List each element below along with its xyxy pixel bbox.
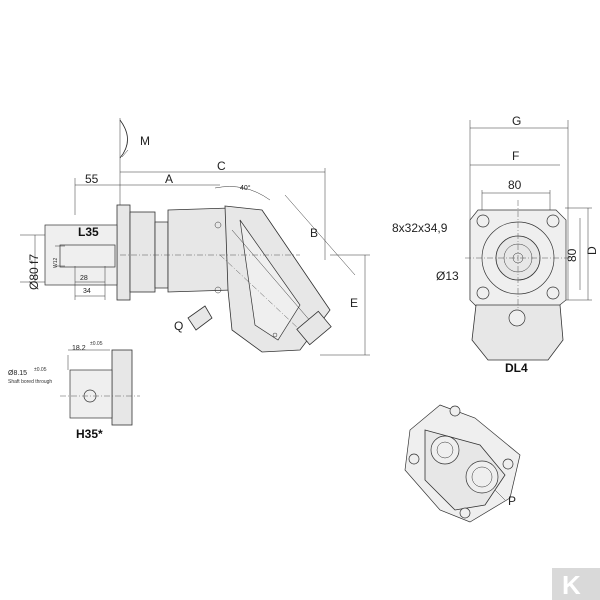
label-d: D [585,246,599,255]
label-p: P [508,494,516,508]
label-m: M [140,134,150,148]
brand-logo: K [552,568,600,600]
label-spline: W12 [53,258,59,269]
label-angle: 40° [240,184,251,192]
label-e: E [350,296,358,310]
svg-text:K: K [562,570,581,600]
label-c: C [217,159,226,173]
label-34: 34 [83,288,91,295]
label-g: G [512,114,521,128]
label-80-top: 80 [508,178,522,192]
label-55: 55 [85,172,99,186]
label-18-2: 18.2 [72,345,86,352]
label-8-15: Ø8.15 [8,370,27,377]
side-view: M 55 A C 40° B L35 Ø80 f7 W12 28 34 Q E [20,118,370,356]
label-f: F [512,149,519,163]
label-h35: H35* [76,427,103,441]
label-q: Q [174,319,183,333]
label-18-2-tol: ±0.05 [90,341,103,347]
label-a: A [165,172,173,186]
label-holes: 8x32x34,9 [392,221,448,235]
label-80-side: 80 [565,248,579,262]
label-shaft-dia: Ø80 f7 [27,254,41,290]
label-8-15-tol: ±0.05 [34,367,47,373]
front-view: G F 80 8x32x34,9 Ø13 80 D DL4 [392,114,599,375]
label-shaft-note: Shaft bored through [8,379,52,385]
label-28: 28 [80,275,88,282]
label-b: B [310,226,318,240]
rear-port-view: P [404,404,521,523]
label-dl4: DL4 [505,361,528,375]
label-13: Ø13 [436,269,459,283]
h35-shaft-detail: 18.2 ±0.05 Ø8.15 ±0.05 Shaft bored throu… [8,341,140,441]
label-l35: L35 [78,225,99,239]
